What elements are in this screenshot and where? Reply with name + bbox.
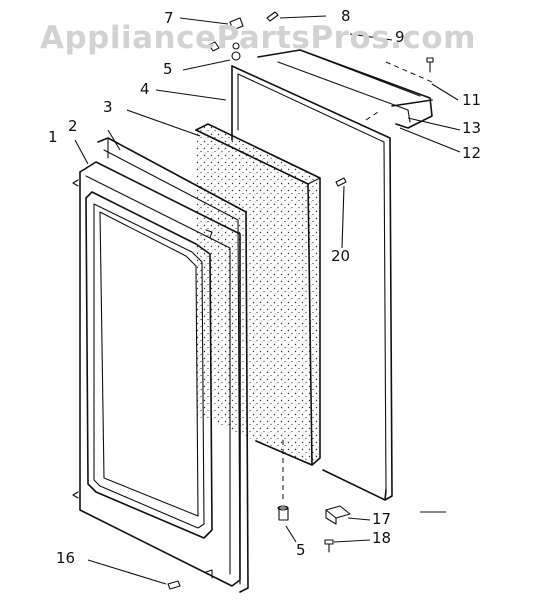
- callout-17: 17: [372, 510, 392, 528]
- callout-5-bottom: 5: [296, 541, 306, 559]
- callout-11: 11: [462, 91, 482, 109]
- assembly-lines: [282, 61, 433, 500]
- inner-door-liner: [231, 65, 393, 501]
- callout-16: 16: [56, 549, 76, 567]
- hardware-parts: [167, 11, 434, 590]
- outer-door-panel: [72, 161, 241, 587]
- callout-1: 1: [48, 128, 58, 146]
- callout-3: 3: [103, 98, 113, 116]
- leader-lines: [74, 15, 461, 585]
- callout-4: 4: [140, 80, 150, 98]
- callout-12: 12: [462, 144, 482, 162]
- watermark-text: AppliancePartsPros.com: [40, 20, 476, 56]
- callout-7: 7: [164, 9, 174, 27]
- callout-2: 2: [68, 117, 78, 135]
- callout-5-top: 5: [163, 60, 173, 78]
- foam-insulation: [195, 123, 321, 466]
- callout-20: 20: [331, 247, 351, 265]
- callout-9: 9: [395, 28, 405, 46]
- callout-18: 18: [372, 529, 392, 547]
- callout-13: 13: [462, 119, 482, 137]
- callout-8: 8: [341, 7, 351, 25]
